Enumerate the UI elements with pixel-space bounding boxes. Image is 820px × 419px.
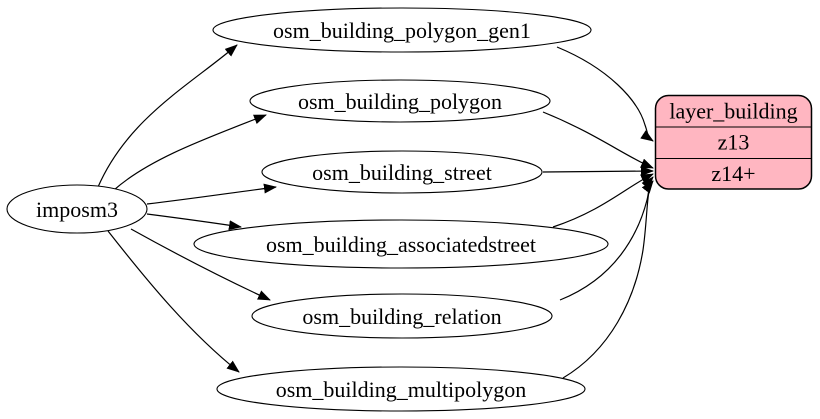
layer-title: layer_building (669, 99, 797, 124)
node-imposm3-label: imposm3 (36, 197, 118, 222)
node-osm_building_polygon-label: osm_building_polygon (298, 89, 502, 114)
node-osm_building_polygon_gen1: osm_building_polygon_gen1 (212, 7, 592, 53)
node-osm_building_polygon: osm_building_polygon (249, 79, 551, 123)
node-osm_building_associatedstreet-label: osm_building_associatedstreet (266, 232, 536, 257)
node-osm_building_relation: osm_building_relation (251, 293, 553, 339)
edge-imposm3-osm_building_relation (130, 228, 271, 301)
edge-imposm3-osm_building_street (146, 183, 277, 205)
edge-imposm3-osm_building_multipolygon (107, 230, 240, 373)
edge-osm_building_multipolygon-z14plus (562, 180, 654, 379)
node-layer_building-shape (654, 94, 813, 190)
edge-osm_building_polygon_gen1-z13 (556, 46, 654, 142)
node-osm_building_associatedstreet-shape (193, 219, 609, 269)
edge-imposm3-osm_building_polygon_gen1 (97, 44, 238, 188)
node-osm_building_associatedstreet: osm_building_associatedstreet (193, 219, 609, 269)
edge-imposm3-osm_building_associatedstreet (146, 213, 242, 231)
node-osm_building_polygon_gen1-shape (212, 7, 592, 53)
node-layer_building: layer_building z13 z14+ (654, 94, 813, 190)
edge-osm_building_polygon-z14plus (542, 111, 654, 169)
node-osm_building_relation-shape (251, 293, 553, 339)
node-osm_building_street-shape (261, 150, 543, 194)
layer-row-z14plus: z14+ (711, 161, 755, 186)
edge-imposm3-osm_building_polygon (113, 114, 267, 191)
node-osm_building_multipolygon-shape (216, 366, 586, 412)
edges-to-layer (542, 46, 654, 379)
edge-osm_building_associatedstreet-z14plus (552, 173, 654, 228)
node-osm_building_polygon-shape (249, 79, 551, 123)
edge-osm_building_street-z14plus (542, 166, 654, 177)
node-imposm3: imposm3 (6, 184, 148, 234)
node-osm_building_street: osm_building_street (261, 150, 543, 194)
node-osm_building_polygon_gen1-label: osm_building_polygon_gen1 (273, 18, 531, 43)
node-imposm3-shape (6, 184, 148, 234)
node-osm_building_street-label: osm_building_street (312, 160, 492, 185)
node-osm_building_relation-label: osm_building_relation (302, 304, 501, 329)
node-osm_building_multipolygon: osm_building_multipolygon (216, 366, 586, 412)
layer-row-z13: z13 (718, 130, 750, 155)
node-osm_building_multipolygon-label: osm_building_multipolygon (276, 377, 527, 402)
edges-from-source (97, 44, 277, 373)
